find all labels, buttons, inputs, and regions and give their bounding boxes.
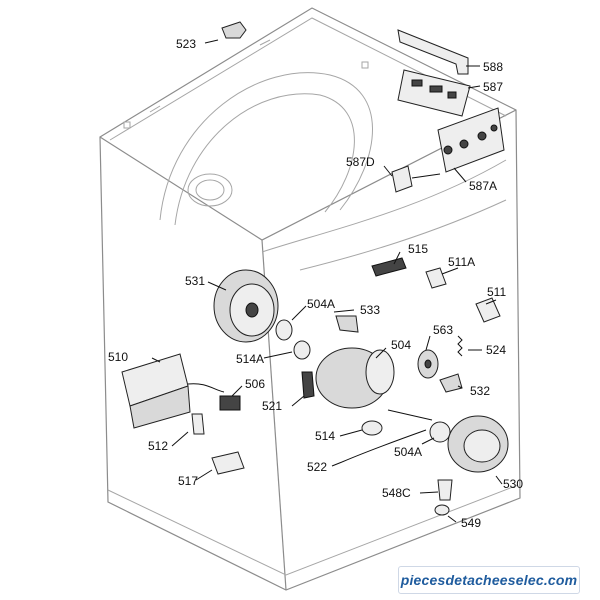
label-521: 521 <box>262 399 282 413</box>
label-511a: 511A <box>448 255 475 269</box>
label-549: 549 <box>461 516 481 530</box>
watermark-text: piecesdetacheeselec.com <box>400 572 578 588</box>
label-514: 514 <box>315 429 335 443</box>
label-563: 563 <box>433 323 453 337</box>
label-517: 517 <box>178 474 198 488</box>
label-587: 587 <box>483 80 503 94</box>
label-515: 515 <box>408 242 428 256</box>
callout-labels: 523 588 587 587D 587A 515 511A 531 504A … <box>108 37 523 530</box>
label-530: 530 <box>503 477 523 491</box>
label-587a: 587A <box>469 179 497 193</box>
label-504: 504 <box>391 338 411 352</box>
watermark-badge: piecesdetacheeselec.com <box>398 566 580 594</box>
label-514a: 514A <box>236 352 264 366</box>
label-533: 533 <box>360 303 380 317</box>
label-548c: 548C <box>382 486 411 500</box>
label-522: 522 <box>307 460 327 474</box>
part-shapes <box>121 21 509 516</box>
label-588: 588 <box>483 60 503 74</box>
label-587d: 587D <box>346 155 375 169</box>
label-523: 523 <box>176 37 196 51</box>
label-512: 512 <box>148 439 168 453</box>
label-504a-lower: 504A <box>394 445 422 459</box>
label-531: 531 <box>185 274 205 288</box>
label-510: 510 <box>108 350 128 364</box>
label-506: 506 <box>245 377 265 391</box>
label-532: 532 <box>470 384 490 398</box>
label-504a-upper: 504A <box>307 297 335 311</box>
label-511: 511 <box>487 285 506 299</box>
leader-lines <box>151 39 503 523</box>
label-524: 524 <box>486 343 506 357</box>
